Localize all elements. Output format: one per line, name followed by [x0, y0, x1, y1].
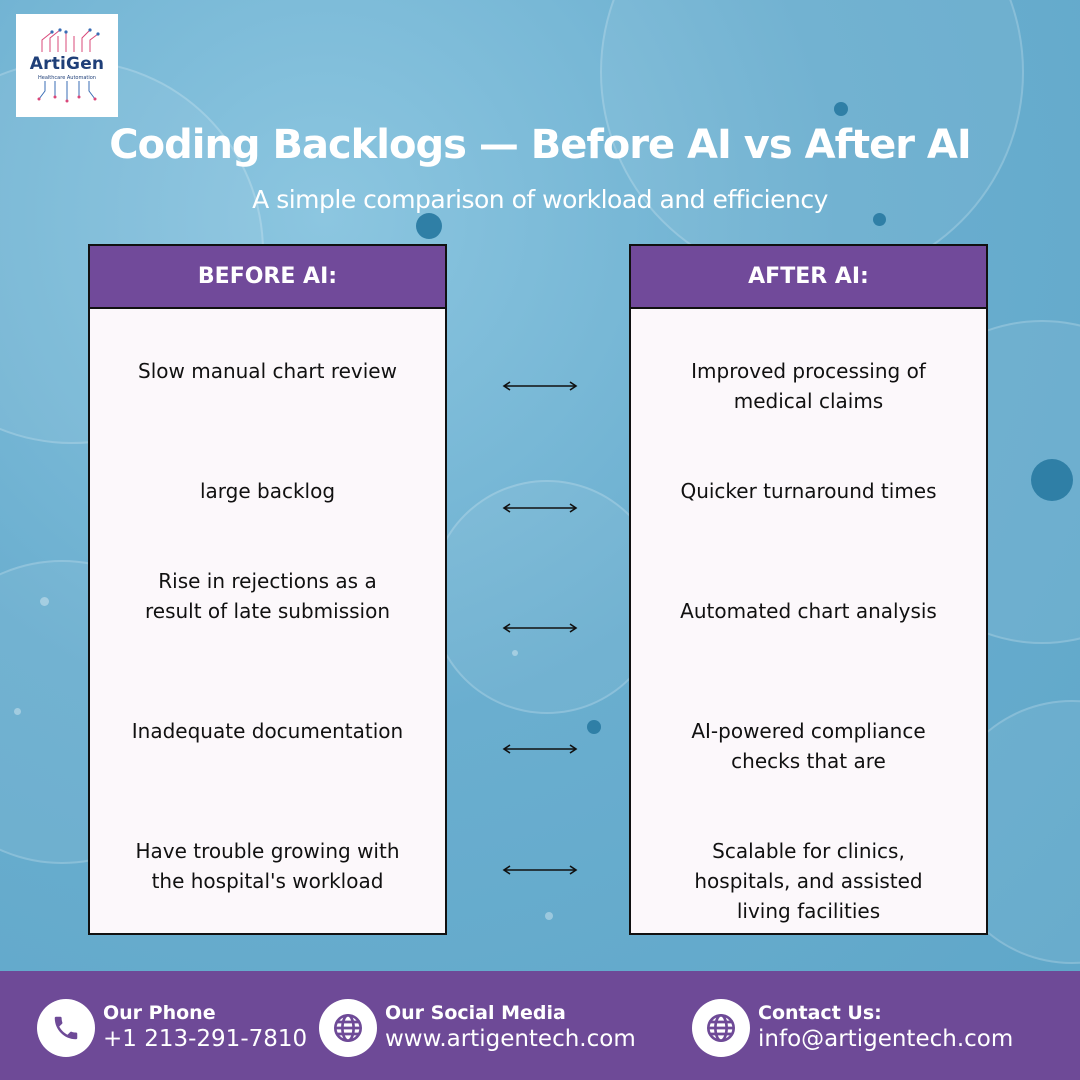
- before-item: Have trouble growing with the hospital's…: [135, 839, 400, 893]
- page-title: Coding Backlogs — Before AI vs After AI: [109, 122, 971, 168]
- after-item: Automated chart analysis: [680, 599, 937, 623]
- background-bubble: [430, 480, 664, 714]
- after-item: AI-powered compliance checks that are: [691, 719, 926, 773]
- double-arrow-icon: [502, 503, 578, 513]
- before-ai-heading: BEFORE AI:: [90, 246, 445, 309]
- background-dot: [1031, 459, 1073, 501]
- contact-phone[interactable]: Our Phone +1 213-291-7810: [37, 999, 307, 1057]
- background-dot: [873, 213, 886, 226]
- after-ai-column: AFTER AI: Improved processing of medical…: [629, 244, 988, 935]
- after-item: Scalable for clinics, hospitals, and ass…: [694, 839, 923, 923]
- before-ai-column: BEFORE AI: Slow manual chart review larg…: [88, 244, 447, 935]
- contact-label: Contact Us:: [758, 1002, 882, 1024]
- background-dot: [834, 102, 848, 116]
- double-arrow-icon: [502, 623, 578, 633]
- globe-icon: [319, 999, 377, 1057]
- before-item: Slow manual chart review: [138, 359, 397, 383]
- circuit-graphic: [41, 28, 100, 52]
- double-arrow-icon: [502, 865, 578, 875]
- brand-logo: ArtiGen Healthcare Automation: [16, 14, 118, 117]
- phone-icon: [37, 999, 95, 1057]
- phone-label: Our Phone: [103, 1002, 216, 1024]
- background-dot: [40, 597, 49, 606]
- logo-tagline: Healthcare Automation: [38, 75, 96, 81]
- website-link[interactable]: www.artigentech.com: [385, 1026, 636, 1052]
- background-dot: [14, 708, 21, 715]
- after-item: Quicker turnaround times: [680, 479, 937, 503]
- after-item: Improved processing of medical claims: [691, 359, 926, 413]
- contact-social[interactable]: Our Social Media www.artigentech.com: [319, 999, 636, 1057]
- background-dot: [512, 650, 518, 656]
- globe-icon: [692, 999, 750, 1057]
- social-label: Our Social Media: [385, 1002, 566, 1024]
- double-arrow-icon: [502, 381, 578, 391]
- before-item: Rise in rejections as a result of late s…: [144, 569, 391, 623]
- before-item: large backlog: [199, 479, 336, 503]
- after-ai-heading: AFTER AI:: [631, 246, 986, 309]
- background-dot: [416, 213, 442, 239]
- logo-name: ArtiGen: [29, 54, 105, 74]
- phone-number[interactable]: +1 213-291-7810: [103, 1026, 308, 1052]
- background-dot: [545, 912, 553, 920]
- circuit-graphic: [37, 81, 97, 103]
- email-link[interactable]: info@artigentech.com: [758, 1026, 1014, 1052]
- background-dot: [587, 720, 601, 734]
- page-subtitle: A simple comparison of workload and effi…: [252, 185, 828, 214]
- contact-email[interactable]: Contact Us: info@artigentech.com: [692, 999, 1013, 1057]
- before-item: Inadequate documentation: [131, 719, 404, 743]
- footer-bar: Our Phone +1 213-291-7810 Our Social Med…: [0, 971, 1080, 1080]
- double-arrow-icon: [502, 744, 578, 754]
